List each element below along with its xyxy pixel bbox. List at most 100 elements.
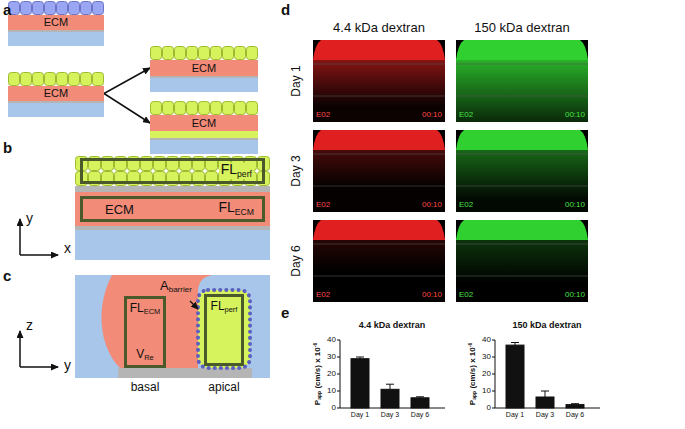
text-run: app bbox=[472, 391, 477, 400]
figure-label: 4.4 kDa dextran bbox=[359, 321, 426, 331]
ecm-layer: ECM bbox=[8, 86, 104, 101]
text-run: ECM bbox=[44, 17, 68, 28]
text-run: V bbox=[136, 347, 144, 361]
text-run: ECM bbox=[235, 207, 254, 217]
figure-label: 10 bbox=[327, 387, 336, 396]
figure-label: e bbox=[281, 305, 289, 322]
figure-label: 00:10 bbox=[565, 201, 585, 210]
label-group: Abarrier bbox=[160, 279, 192, 295]
text-run: FL bbox=[130, 301, 144, 315]
ecm-layer: ECMFLECM bbox=[75, 192, 270, 226]
top-view-schematic bbox=[75, 156, 270, 260]
focus-region: FLperf bbox=[204, 294, 244, 366]
figure-label: 20 bbox=[482, 370, 491, 379]
text-run: ECM bbox=[192, 118, 216, 129]
figure-label: 00:10 bbox=[422, 201, 442, 210]
figure-label: 30 bbox=[327, 353, 336, 362]
figure-label: 00:10 bbox=[565, 111, 585, 120]
text-run: FL bbox=[221, 161, 237, 177]
figure-label: 0 bbox=[332, 404, 336, 413]
focus-region: FLECM VRe bbox=[124, 296, 166, 368]
text-run: ECM bbox=[144, 307, 161, 316]
figure-label: 40 bbox=[482, 336, 491, 345]
ecm-layer: ECM bbox=[8, 15, 104, 30]
figure-label: 30 bbox=[482, 353, 491, 362]
ecm-layer: ECM bbox=[150, 60, 258, 76]
figure-label: b bbox=[3, 140, 12, 157]
figure-label: E02 bbox=[316, 291, 330, 300]
figure-label: Day 3 bbox=[536, 411, 554, 419]
figure-label: Day 3 bbox=[381, 411, 399, 419]
figure-label: Day 6 bbox=[566, 411, 584, 419]
figure-label: 40 bbox=[327, 336, 336, 345]
figure-label: Day 6 bbox=[290, 245, 303, 276]
cross-section-schematic bbox=[75, 275, 270, 378]
text-run: perf bbox=[237, 169, 252, 179]
text-run: Re bbox=[144, 353, 154, 362]
text-run: -6 bbox=[313, 343, 318, 347]
text-run: (cm/s) x 10 bbox=[313, 347, 322, 388]
text-run: P bbox=[313, 400, 322, 405]
figure-label: z bbox=[26, 318, 33, 333]
figure-label: c bbox=[3, 268, 11, 285]
figure-label: 00:10 bbox=[422, 291, 442, 300]
label-group: FLECM bbox=[130, 302, 161, 316]
figure-label: 0 bbox=[487, 404, 491, 413]
fluorescence-image bbox=[313, 220, 445, 302]
fluorescence-image bbox=[313, 130, 445, 212]
text-run: perf bbox=[225, 305, 238, 314]
text-run: FL bbox=[211, 299, 225, 313]
axis-arrows bbox=[20, 219, 58, 255]
label-group: Papp(cm/s) x 10-6 bbox=[468, 343, 478, 405]
label-group: Papp (cm/s) x 10-6 bbox=[313, 343, 323, 405]
fluorescence-image bbox=[313, 40, 445, 122]
culture-schematic bbox=[150, 101, 258, 154]
arrow-connector bbox=[104, 68, 150, 94]
axis-arrows bbox=[20, 331, 58, 367]
label-group: FLECM bbox=[218, 200, 254, 217]
figure-label: 150 kDa dextran bbox=[512, 321, 581, 331]
figure-label: x bbox=[64, 241, 71, 256]
fluorescence-image bbox=[456, 130, 588, 212]
text-run: (cm/s) x 10 bbox=[468, 347, 477, 388]
figure-label: y bbox=[64, 358, 71, 373]
figure-label: 00:10 bbox=[422, 111, 442, 120]
ecm-layer: ECM bbox=[150, 115, 258, 131]
figure-label: E02 bbox=[459, 111, 473, 120]
culture-schematic bbox=[8, 1, 104, 46]
figure-label: 10 bbox=[482, 387, 491, 396]
figure-label: Day 3 bbox=[290, 155, 303, 186]
text-run: ECM bbox=[44, 88, 68, 99]
figure-label: Day 1 bbox=[351, 411, 369, 419]
text-run: FL bbox=[218, 199, 234, 215]
figure-label: E02 bbox=[459, 291, 473, 300]
text-run: barrier bbox=[169, 285, 192, 294]
label-group: FLperf bbox=[219, 162, 254, 179]
focus-region: FLECM bbox=[80, 196, 265, 222]
figure-label: E02 bbox=[316, 111, 330, 120]
text-run: P bbox=[468, 400, 477, 405]
bar-chart bbox=[492, 340, 600, 408]
figure-label: 150 kDa dextran bbox=[474, 21, 569, 35]
bar-chart bbox=[337, 340, 445, 408]
label-group: VRe bbox=[136, 348, 154, 362]
figure-label: Day 1 bbox=[506, 411, 524, 419]
text-run: ECM bbox=[105, 203, 134, 216]
culture-schematic bbox=[8, 72, 104, 117]
label-group: FLperf bbox=[209, 300, 240, 314]
figure-label: E02 bbox=[459, 201, 473, 210]
fluorescence-image bbox=[456, 220, 588, 302]
text-run: app bbox=[317, 391, 322, 400]
figure-label: E02 bbox=[316, 201, 330, 210]
fluorescence-image bbox=[456, 40, 588, 122]
focus-region: FLperf bbox=[80, 158, 265, 184]
text-run: ECM bbox=[192, 63, 216, 74]
figure-label: 00:10 bbox=[565, 291, 585, 300]
text-run: A bbox=[160, 278, 169, 293]
arrow-connector bbox=[104, 94, 150, 124]
figure-label: d bbox=[281, 2, 290, 19]
figure-label: 20 bbox=[327, 370, 336, 379]
figure-label: Day 1 bbox=[290, 65, 303, 96]
figure-label: 4.4 kDa dextran bbox=[333, 21, 425, 35]
